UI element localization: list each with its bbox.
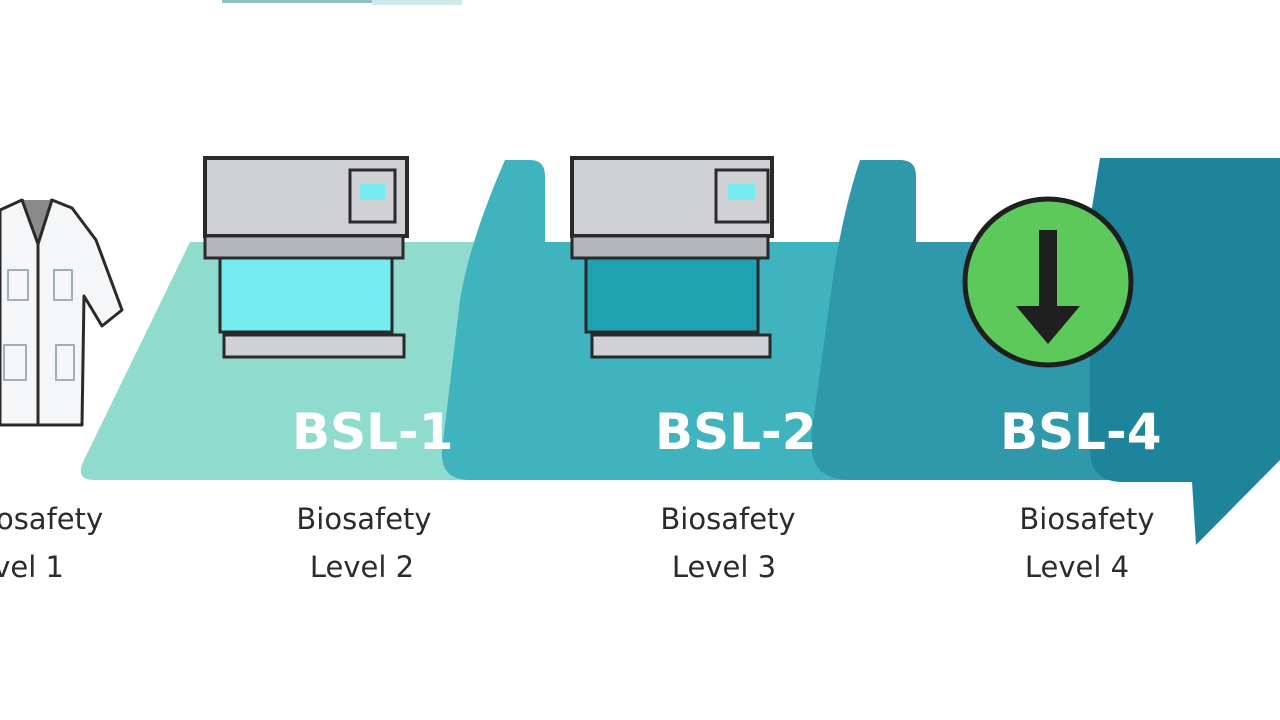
caption-level-3-line-2: Level 3 — [671, 550, 777, 584]
level-band-1 — [80, 242, 520, 480]
biosafety-cabinet-icon — [203, 156, 409, 359]
badge-bsl-1: BSL-1 — [292, 403, 454, 461]
biosafety-cabinet-icon — [570, 156, 774, 359]
level-band-4 — [1090, 158, 1280, 545]
caption-line-1: Biosafety — [0, 502, 104, 536]
caption-level-2-line-2: Level 2 — [309, 550, 415, 584]
down-arrow-icon — [962, 196, 1134, 368]
lab-coat-icon — [0, 198, 124, 427]
caption-level-2-line-1: Biosafety — [296, 502, 432, 536]
caption-line-2: Level 1 — [0, 550, 64, 584]
caption-level-4-line-1: Biosafety — [1019, 502, 1155, 536]
badge-bsl-4: BSL-4 — [1000, 403, 1162, 461]
caption-level-4-line-2: Level 4 — [1024, 550, 1130, 584]
caption-level-3-line-1: Biosafety — [660, 502, 796, 536]
caption-level-1: Biosafety Level 1 — [0, 502, 110, 592]
badge-bsl-2: BSL-2 — [655, 403, 817, 461]
top-fragment — [222, 0, 462, 5]
